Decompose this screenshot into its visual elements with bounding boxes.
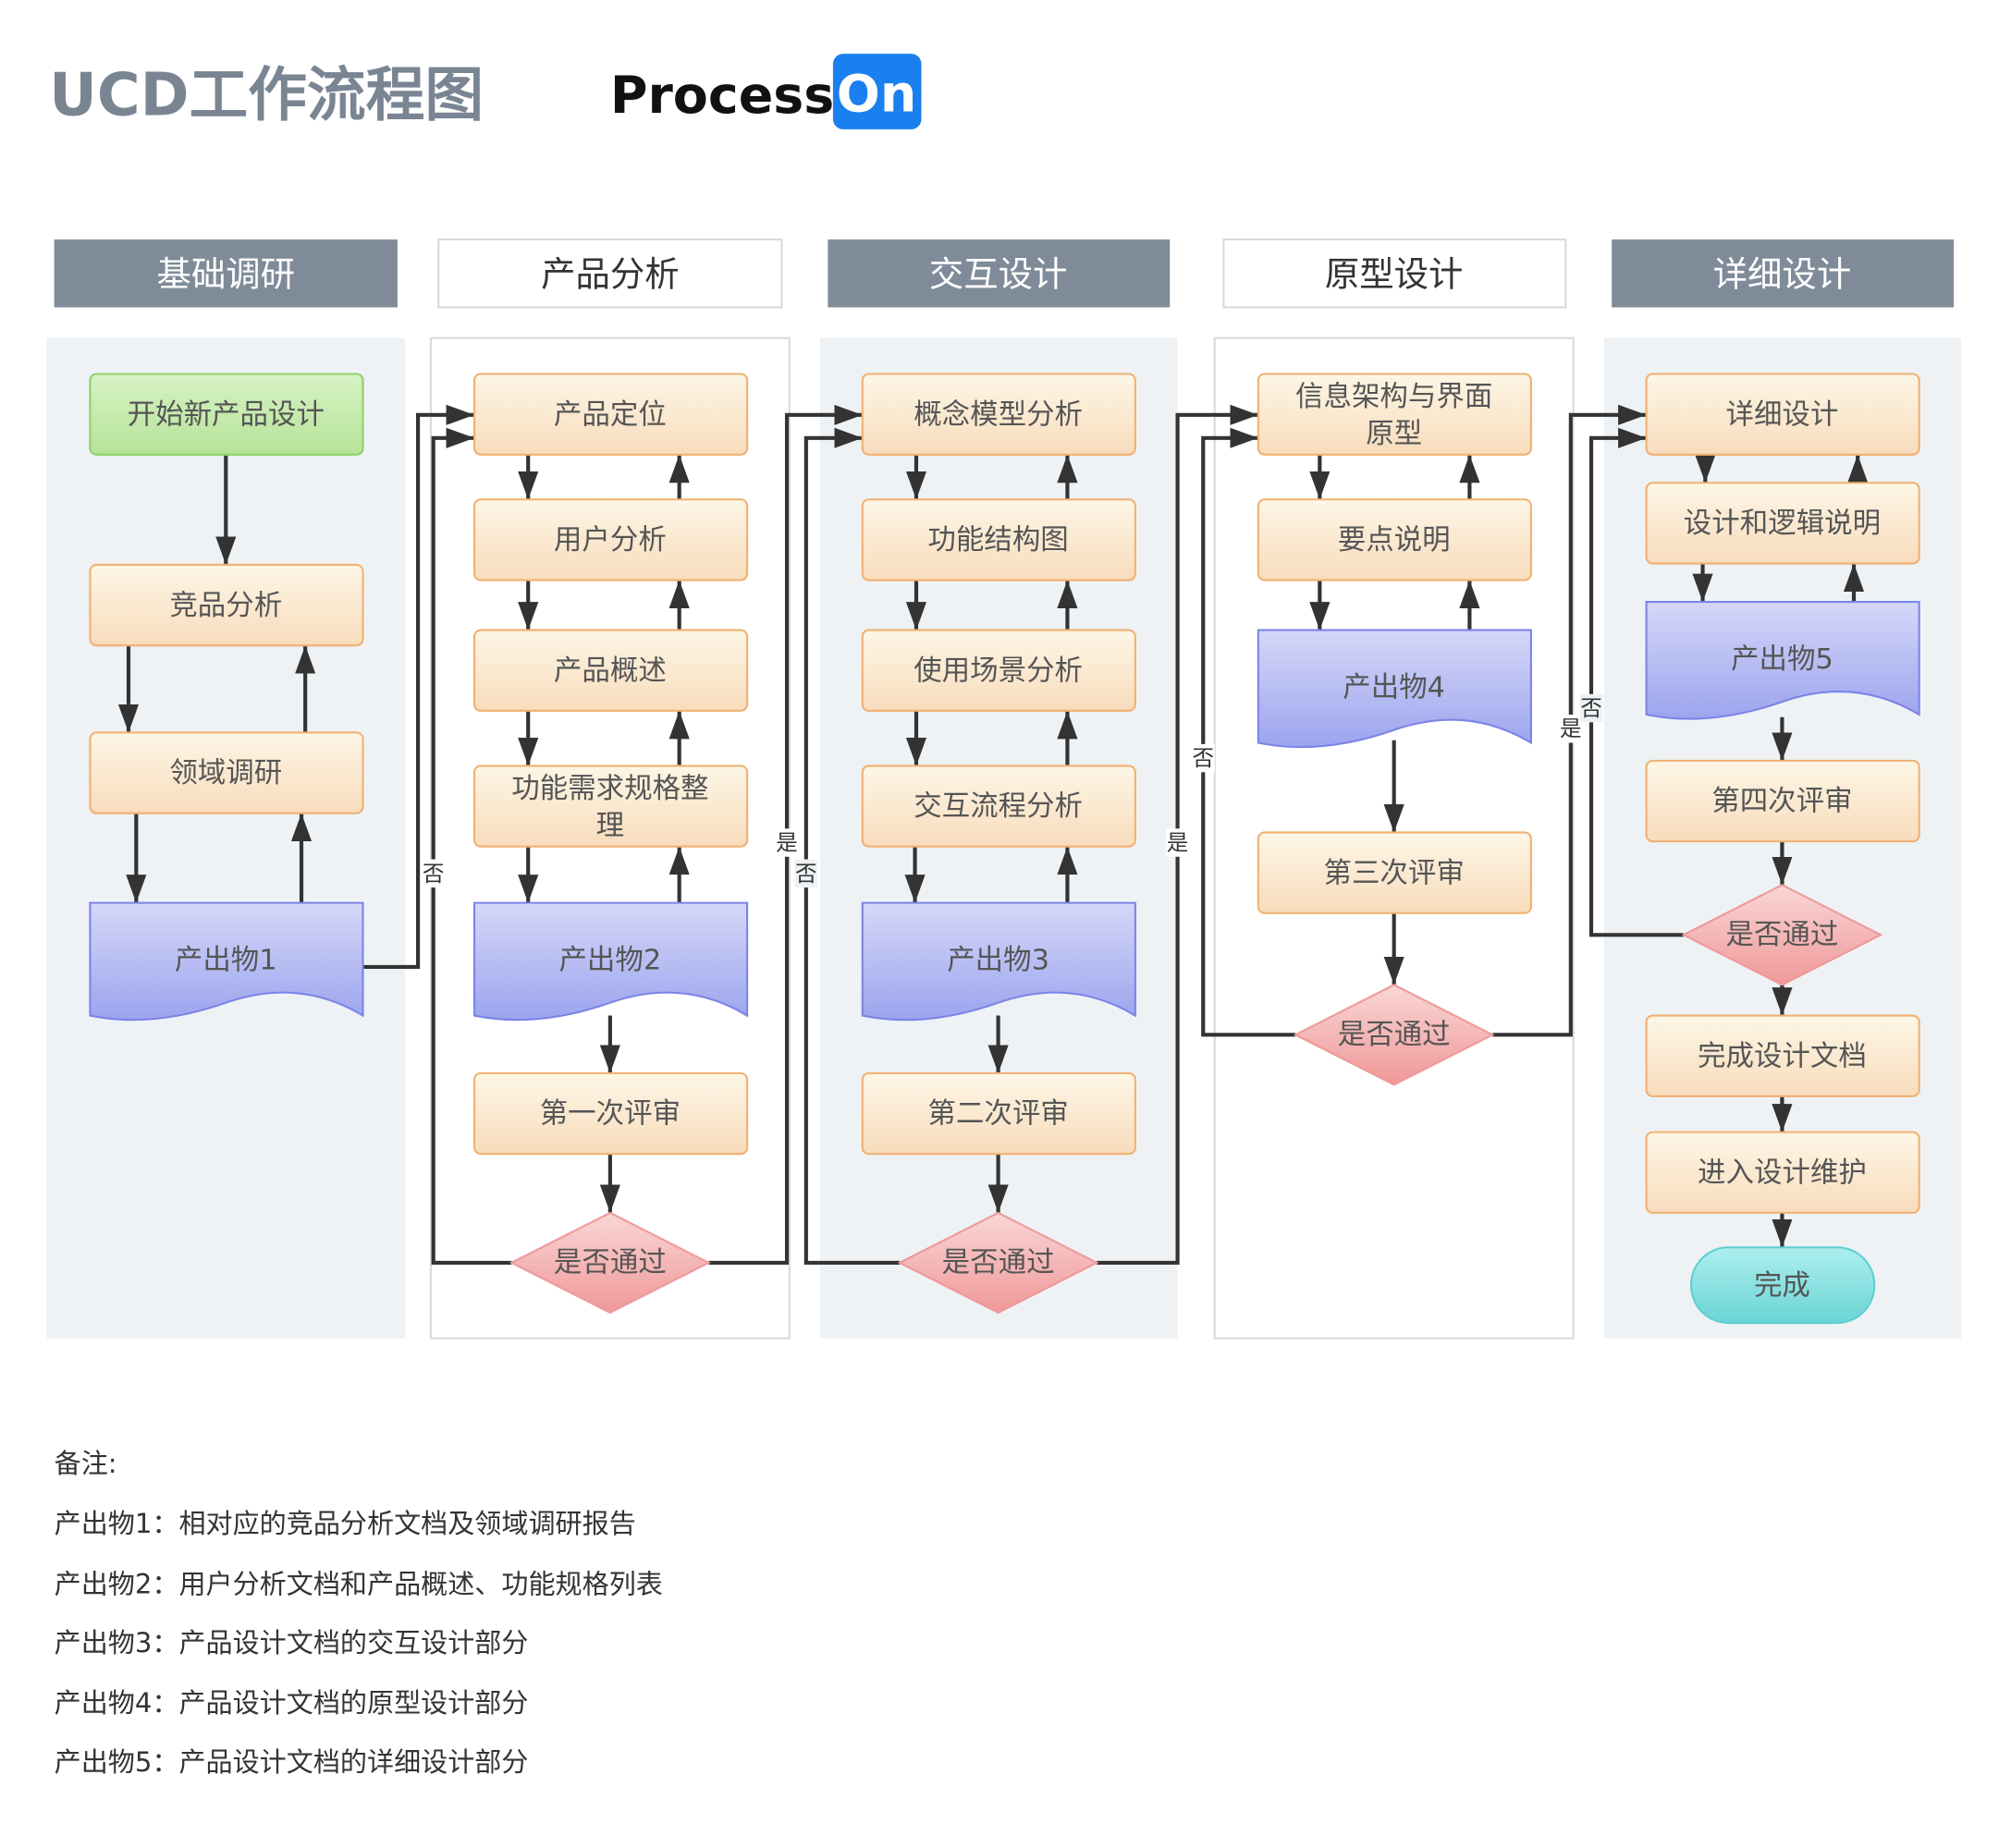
svg-text:完成: 完成: [1754, 1269, 1810, 1302]
node-fourth-review[interactable]: 第四次评审: [1645, 759, 1920, 843]
node-domain-research[interactable]: 领域调研: [89, 731, 364, 814]
decision-pass-3[interactable]: 是否通过: [1293, 984, 1495, 1086]
svg-text:交互设计: 交互设计: [929, 253, 1068, 294]
note-item: 产出物4：产品设计文档的原型设计部分: [55, 1687, 529, 1719]
note-item: 产出物5：产品设计文档的详细设计部分: [55, 1746, 529, 1778]
node-first-review[interactable]: 第一次评审: [472, 1071, 749, 1156]
node-second-review[interactable]: 第二次评审: [861, 1071, 1136, 1156]
node-detailed-design[interactable]: 详细设计: [1645, 373, 1920, 456]
svg-text:第三次评审: 第三次评审: [1324, 857, 1465, 889]
node-design-maintenance[interactable]: 进入设计维护: [1645, 1131, 1920, 1214]
node-interaction-flow[interactable]: 交互流程分析: [861, 765, 1136, 848]
svg-text:完成设计文档: 完成设计文档: [1698, 1040, 1867, 1072]
svg-text:要点说明: 要点说明: [1338, 524, 1451, 557]
edge-label-no: 否: [1580, 695, 1602, 721]
svg-text:产出物1: 产出物1: [175, 944, 277, 976]
node-third-review[interactable]: 第三次评审: [1257, 831, 1532, 914]
svg-text:On: On: [837, 66, 917, 125]
notes: 备注: 产出物1：相对应的竞品分析文档及领域调研报告 产出物2：用户分析文档和产…: [55, 1448, 663, 1778]
svg-text:产出物5: 产出物5: [1731, 643, 1833, 676]
note-item: 产出物3：产品设计文档的交互设计部分: [55, 1627, 529, 1658]
svg-text:进入设计维护: 进入设计维护: [1698, 1157, 1867, 1189]
node-output-3[interactable]: 产出物3: [861, 901, 1136, 1022]
svg-text:使用场景分析: 使用场景分析: [914, 655, 1083, 687]
edge-label-no: 否: [1192, 745, 1214, 771]
edge-label-yes: 是: [776, 830, 798, 856]
svg-text:原型设计: 原型设计: [1325, 253, 1464, 294]
lane-header-product-analysis: 产品分析: [437, 239, 783, 309]
node-start-new-product[interactable]: 开始新产品设计: [89, 373, 364, 456]
edge-label-no: 否: [423, 861, 445, 887]
svg-text:产品概述: 产品概述: [554, 655, 667, 687]
lane-header-interaction-design: 交互设计: [828, 239, 1171, 308]
svg-text:第一次评审: 第一次评审: [540, 1098, 681, 1131]
node-output-5[interactable]: 产出物5: [1645, 601, 1920, 720]
svg-text:是否通过: 是否通过: [1338, 1019, 1451, 1051]
node-design-logic[interactable]: 设计和逻辑说明: [1645, 482, 1920, 565]
svg-text:竞品分析: 竞品分析: [169, 590, 282, 622]
svg-text:第二次评审: 第二次评审: [927, 1098, 1068, 1131]
decision-pass-4[interactable]: 是否通过: [1681, 884, 1883, 986]
node-output-2[interactable]: 产出物2: [472, 901, 749, 1022]
svg-text:开始新产品设计: 开始新产品设计: [128, 398, 325, 431]
lane-header-research: 基础调研: [54, 239, 398, 308]
note-item: 产出物1：相对应的竞品分析文档及领域调研报告: [55, 1508, 636, 1539]
svg-text:详细设计: 详细设计: [1713, 253, 1852, 294]
svg-text:基础调研: 基础调研: [156, 253, 295, 294]
edge-label-yes: 是: [1167, 830, 1189, 856]
svg-text:原型: 原型: [1366, 418, 1422, 450]
lane-header-prototype-design: 原型设计: [1222, 239, 1567, 309]
node-usage-scenario[interactable]: 使用场景分析: [861, 629, 1136, 712]
svg-text:信息架构与界面: 信息架构与界面: [1295, 381, 1492, 413]
svg-text:产出物2: 产出物2: [558, 944, 661, 976]
node-output-4[interactable]: 产出物4: [1257, 629, 1532, 749]
svg-text:Process: Process: [610, 67, 834, 126]
node-done[interactable]: 完成: [1690, 1246, 1876, 1325]
node-competitor-analysis[interactable]: 竞品分析: [89, 563, 364, 647]
lane-header-detailed-design: 详细设计: [1612, 239, 1955, 308]
svg-text:功能需求规格整: 功能需求规格整: [511, 773, 708, 805]
page-title: UCD工作流程图: [49, 62, 484, 130]
svg-text:交互流程分析: 交互流程分析: [914, 790, 1083, 823]
note-item: 产出物2：用户分析文档和产品概述、功能规格列表: [55, 1568, 663, 1599]
svg-text:产品分析: 产品分析: [541, 253, 680, 294]
svg-text:概念模型分析: 概念模型分析: [914, 398, 1083, 431]
edge-label-no: 否: [795, 861, 817, 887]
edge-labels: 否 是 否 是 否 是 否: [422, 693, 1603, 888]
decision-pass-1[interactable]: 是否通过: [509, 1211, 711, 1315]
svg-text:功能结构图: 功能结构图: [927, 524, 1068, 557]
node-key-points[interactable]: 要点说明: [1257, 498, 1532, 581]
svg-text:领域调研: 领域调研: [169, 757, 282, 789]
node-complete-design-doc[interactable]: 完成设计文档: [1645, 1014, 1920, 1097]
svg-text:设计和逻辑说明: 设计和逻辑说明: [1684, 508, 1881, 540]
node-output-1[interactable]: 产出物1: [89, 901, 364, 1022]
node-product-positioning[interactable]: 产品定位: [472, 373, 749, 456]
svg-text:用户分析: 用户分析: [554, 524, 667, 557]
svg-text:产出物4: 产出物4: [1343, 671, 1445, 704]
edge-label-yes: 是: [1560, 716, 1582, 741]
svg-text:产品定位: 产品定位: [554, 398, 667, 431]
svg-text:是否通过: 是否通过: [554, 1246, 667, 1279]
svg-text:理: 理: [596, 810, 624, 842]
svg-text:产出物3: 产出物3: [947, 944, 1049, 976]
node-concept-model[interactable]: 概念模型分析: [861, 373, 1136, 456]
svg-text:详细设计: 详细设计: [1725, 398, 1838, 431]
node-function-structure[interactable]: 功能结构图: [861, 498, 1136, 581]
svg-text:第四次评审: 第四次评审: [1711, 786, 1852, 818]
node-product-overview[interactable]: 产品概述: [472, 629, 749, 712]
node-user-analysis[interactable]: 用户分析: [472, 498, 749, 581]
svg-text:是否通过: 是否通过: [1725, 919, 1838, 951]
svg-text:是否通过: 是否通过: [942, 1246, 1055, 1279]
processon-logo: Process On: [610, 54, 922, 129]
decision-pass-2[interactable]: 是否通过: [897, 1211, 1099, 1315]
notes-heading: 备注:: [55, 1448, 117, 1479]
